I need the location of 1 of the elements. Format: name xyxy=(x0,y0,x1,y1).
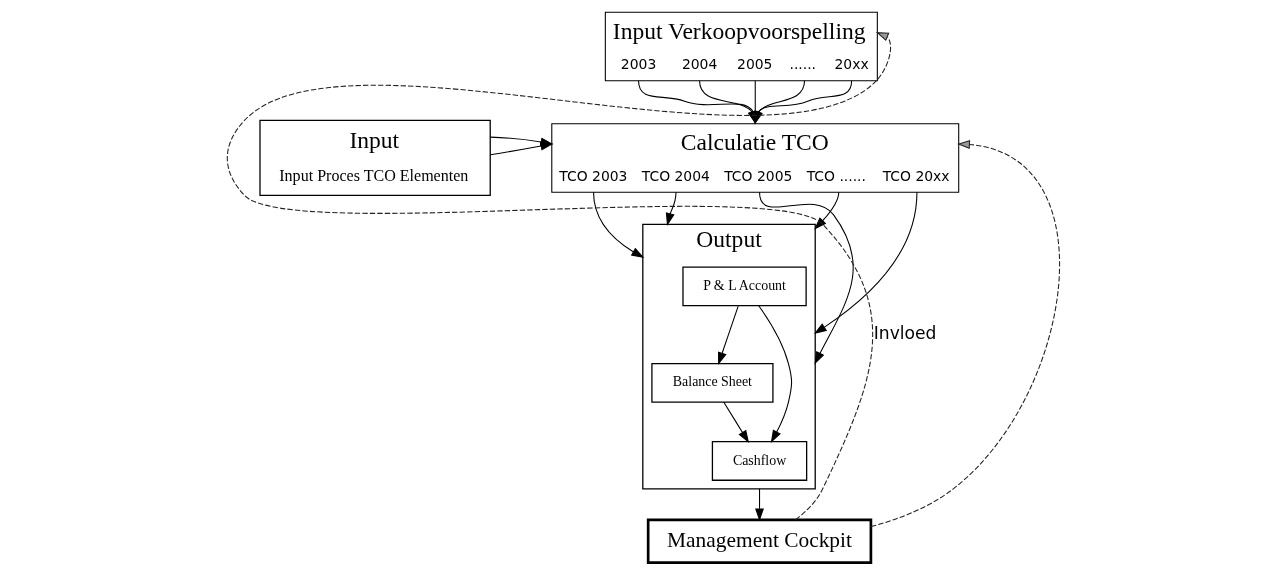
edge-label: Invloed xyxy=(873,322,937,343)
